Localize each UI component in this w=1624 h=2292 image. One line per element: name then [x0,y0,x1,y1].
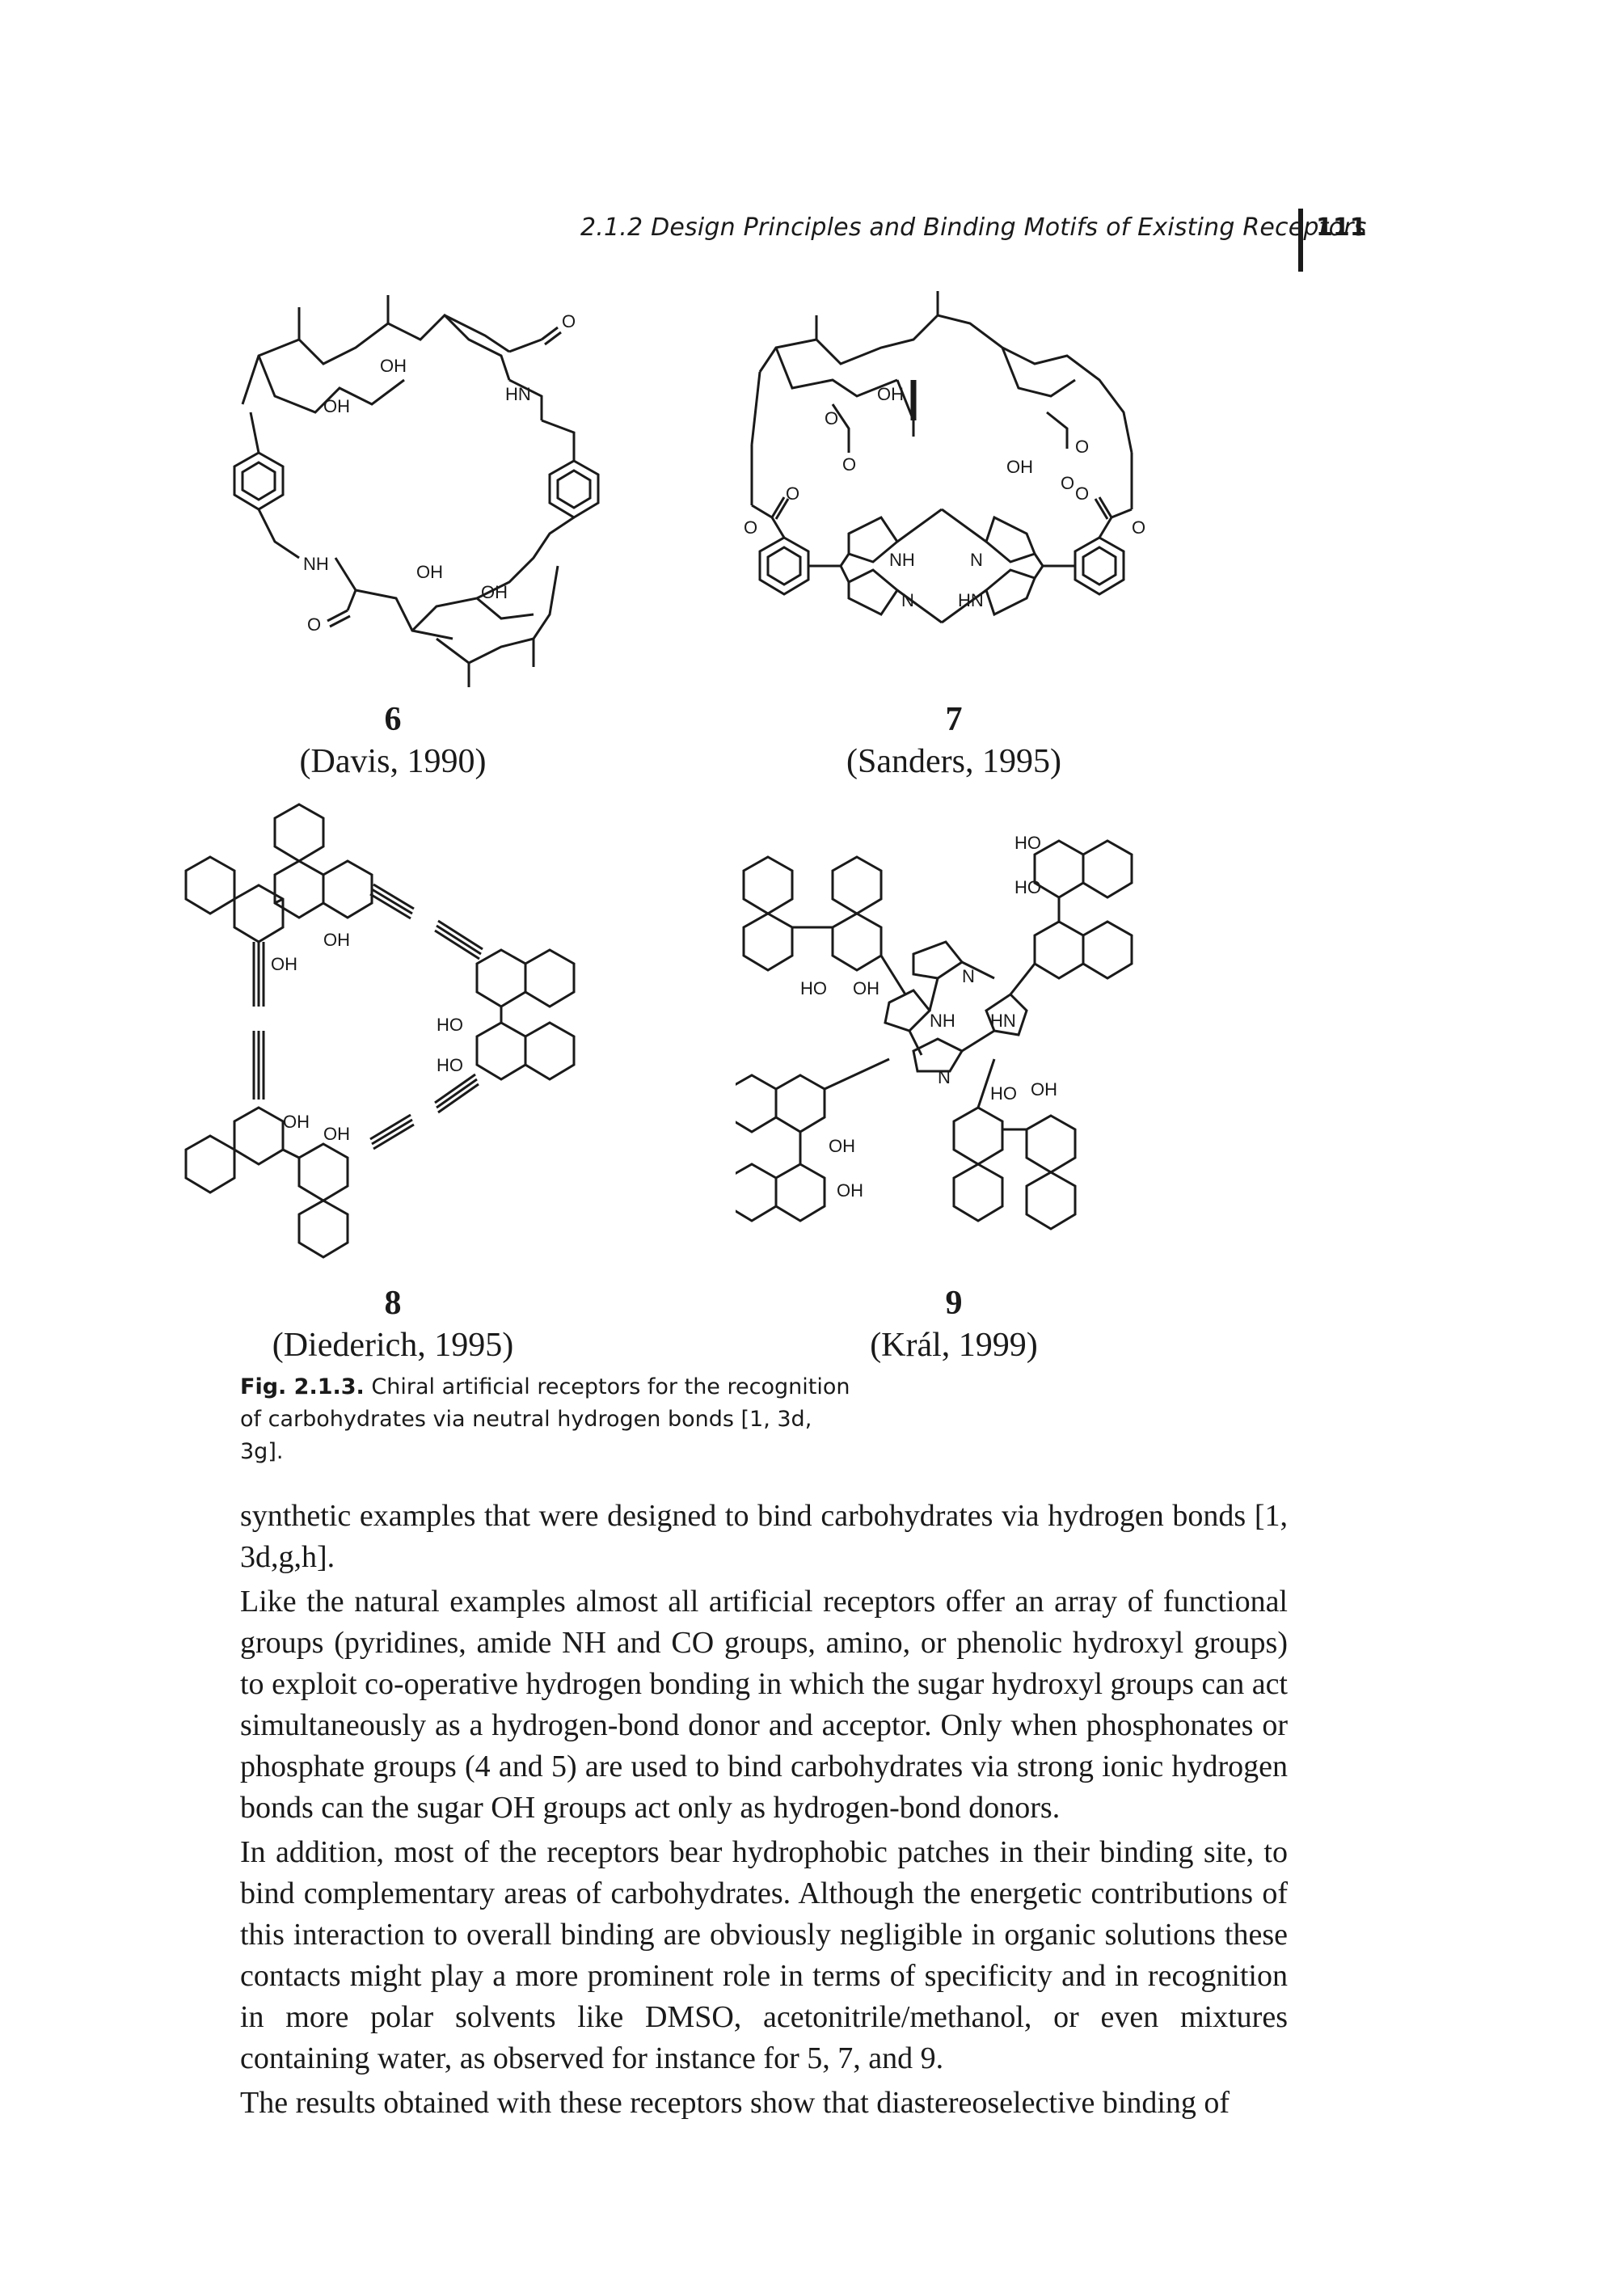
paragraph: synthetic examples that were designed to… [240,1499,1288,1574]
atom-label: N [970,550,983,570]
atom-label: O [562,311,576,331]
atom-label: OH [380,356,407,376]
atom-label: O [825,408,838,428]
atom-label: HN [505,384,531,404]
atom-label: O [1061,473,1074,493]
compound-citation-9: (Král, 1999) [870,1327,1038,1364]
atom-label: NH [889,550,915,570]
atom-label: OH [323,930,350,950]
body-text: synthetic examples that were designed to… [240,1496,1288,2124]
atom-label: OH [283,1112,310,1132]
atom-label: HN [958,590,984,610]
header-divider [1298,209,1303,272]
atom-label: NH [930,1011,955,1031]
page-number: 111 [1316,213,1367,242]
atom-label: OH [271,954,297,974]
atom-label: HO [1014,877,1041,897]
atom-label: N [901,590,914,610]
running-header-title: 2.1.2 Design Principles and Binding Moti… [580,213,1367,242]
structure-6: OH OH O HN NH O OH OH [194,291,647,695]
atom-label: HO [800,978,827,998]
caption-label: Fig. 2.1.3. [240,1374,365,1399]
atom-label: HO [1014,833,1041,853]
compound-citation-8: (Diederich, 1995) [272,1327,514,1364]
paragraph: The results obtained with these receptor… [240,2086,1230,2120]
atom-label: OH [877,384,904,404]
caption-text: Chiral artificial receptors for the reco… [240,1374,850,1464]
atom-label: O [744,517,757,538]
atom-label: HN [990,1011,1016,1031]
atom-label: N [938,1067,951,1087]
atom-label: OH [829,1136,855,1156]
atom-label: O [786,483,799,504]
paragraph: Like the natural examples almost all art… [240,1585,1288,1825]
atom-label: NH [303,554,329,574]
atom-label: O [307,614,321,635]
figure-caption: Fig. 2.1.3. Chiral artificial receptors … [240,1371,854,1468]
atom-label: O [1075,483,1089,504]
paragraph: In addition, most of the receptors bear … [240,1835,1288,2075]
atom-label: OH [416,562,443,582]
compound-number-6: 6 [384,701,402,738]
compound-number-8: 8 [384,1285,402,1322]
atom-label: HO [437,1015,463,1035]
structure-7: OH O O OH O O O O O O NH N N HN [728,291,1180,671]
atom-label: OH [481,582,508,602]
compound-number-7: 7 [945,701,963,738]
compound-citation-7: (Sanders, 1995) [846,743,1061,780]
atom-label: OH [1006,457,1033,477]
atom-label: OH [323,396,350,416]
compound-number-9: 9 [945,1285,963,1322]
atom-label: OH [1031,1079,1057,1100]
structure-9: HO HO HO OH N NH HN N HO OH OH OH [736,817,1188,1269]
atom-label: O [1075,437,1089,457]
atom-label: OH [323,1124,350,1144]
compound-citation-6: (Davis, 1990) [299,743,487,780]
structure-8: OH OH HO HO OH OH [178,796,631,1281]
atom-label: HO [437,1055,463,1075]
atom-label: N [962,966,975,986]
atom-label: OH [853,978,879,998]
atom-label: O [1132,517,1145,538]
atom-label: HO [990,1083,1017,1104]
atom-label: OH [837,1180,863,1201]
atom-label: O [842,454,856,475]
